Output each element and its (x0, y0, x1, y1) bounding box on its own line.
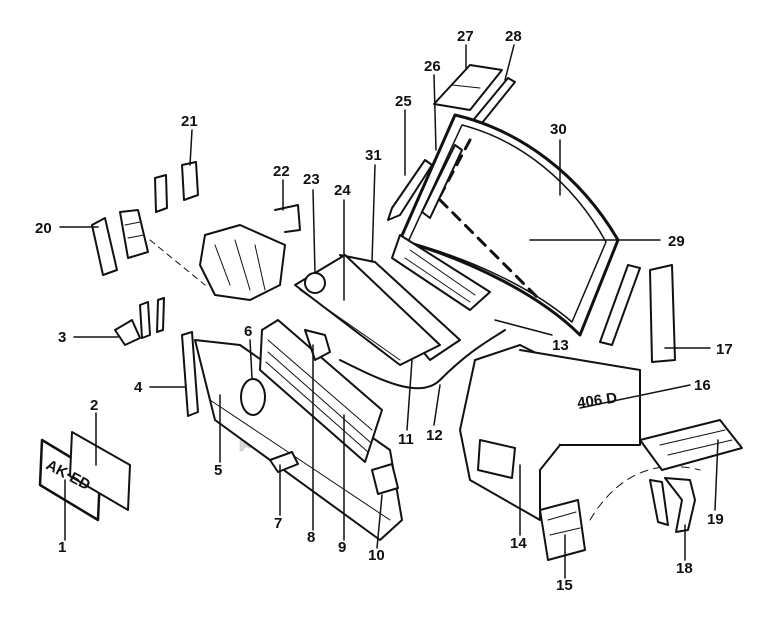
headlight-housing (199, 224, 286, 301)
part-30-windshield-seal (398, 113, 620, 337)
part-27-panel (433, 64, 503, 111)
callout-1: 1 (58, 539, 66, 556)
part-10-bracket (371, 463, 399, 495)
callout-12: 12 (426, 427, 443, 444)
callout-13: 13 (552, 337, 569, 354)
part-16-body-side (519, 349, 641, 446)
callout-27: 27 (457, 28, 474, 45)
callout-10: 10 (368, 547, 385, 564)
part-20-lamp-lens (119, 209, 149, 259)
callout-30: 30 (550, 121, 567, 138)
callout-20: 20 (35, 220, 52, 237)
part-6-emblem (240, 378, 266, 416)
model-badge: 406 D (576, 390, 618, 412)
part-2-plate-bracket (69, 431, 131, 511)
callout-23: 23 (303, 171, 320, 188)
callout-9: 9 (338, 539, 346, 556)
callout-3: 3 (58, 329, 66, 346)
part-pillar-strip (599, 264, 641, 346)
callout-17: 17 (716, 341, 733, 358)
part-22-bracket (274, 204, 301, 233)
callout-19: 19 (707, 511, 724, 528)
part-17-pillar (649, 264, 676, 363)
callout-26: 26 (424, 58, 441, 75)
callout-18: 18 (676, 560, 693, 577)
callout-4: 4 (134, 379, 143, 396)
callout-2: 2 (90, 397, 98, 414)
callout-22: 22 (273, 163, 290, 180)
part-7-bracket (269, 451, 299, 473)
callout-6: 6 (244, 323, 252, 340)
part-19-floor-mat (639, 419, 743, 471)
part-21-lamp-a (181, 161, 199, 201)
part-15-mud-flap (539, 499, 586, 561)
part-3-brackets (114, 297, 165, 346)
callout-21: 21 (181, 113, 198, 130)
callout-11: 11 (398, 431, 414, 448)
part-26-wiper-blade (421, 144, 463, 219)
part-18-bracket (664, 477, 696, 533)
callout-7: 7 (274, 515, 282, 532)
part-24-front-panel (294, 254, 441, 366)
callout-5: 5 (214, 462, 222, 479)
part-25-wiper-arm (387, 159, 433, 221)
callout-24: 24 (334, 182, 351, 199)
callout-labels: 1 2 3 4 5 6 7 8 9 10 11 12 13 14 15 16 1… (35, 28, 733, 594)
part-8-hinge (304, 329, 331, 361)
part-21-lamp-b (154, 174, 168, 213)
part-29-windshield-glass (407, 124, 607, 323)
callout-8: 8 (307, 529, 315, 546)
part-23-emblem-mount (304, 272, 326, 294)
callout-25: 25 (395, 93, 412, 110)
part-12-cable (339, 329, 506, 390)
leader-lines (59, 44, 719, 579)
part-4-corner-trim (181, 331, 199, 417)
part-9-radiator-grille (259, 319, 383, 463)
part-13-cowl-grille (391, 234, 491, 311)
part-14-lamp-opening (477, 439, 516, 479)
callout-29: 29 (668, 233, 685, 250)
callout-16: 16 (694, 377, 711, 394)
callout-28: 28 (505, 28, 522, 45)
part-20-lamp-outer (91, 217, 118, 276)
callout-14: 14 (510, 535, 527, 552)
callout-31: 31 (365, 147, 382, 164)
callout-15: 15 (556, 577, 573, 594)
